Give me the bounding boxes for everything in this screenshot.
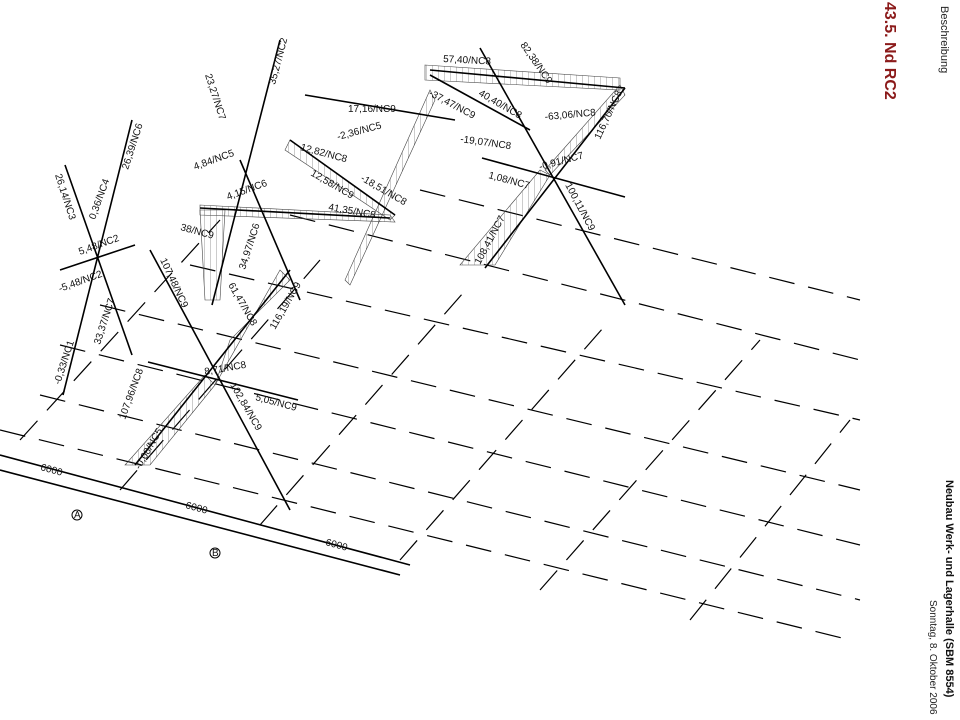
axis-marker-a <box>71 509 83 521</box>
force-label: 5,05/NC9 <box>254 392 298 414</box>
force-label: 1,08/NC7 <box>487 170 531 192</box>
force-label: 17,16/NC9 <box>348 104 396 115</box>
project-title: Neubau Werk- und Lagerhalle (SBM 8554) <box>943 480 955 698</box>
axis-label-b: B <box>212 548 219 559</box>
page-title: 43.5. Nd RC2 <box>881 2 898 100</box>
force-label: 61,47/NC8 <box>225 281 259 328</box>
force-diagrams <box>59 39 626 511</box>
force-label: 26,39/NC6 <box>120 122 145 171</box>
force-label: 107,96/NC8 <box>117 367 146 421</box>
dimension-label: 6000 <box>324 537 349 553</box>
force-label: -2,36/NC5 <box>336 120 383 143</box>
dimension-label: 6000 <box>39 462 64 478</box>
force-label: 57,40/NC8 <box>443 54 492 68</box>
force-label: 4,15/NC6 <box>225 178 269 203</box>
force-label: -0,33/NC1 <box>52 339 77 386</box>
force-label: 26,14/NC3 <box>52 173 77 222</box>
force-label: 23,27/NC7 <box>202 73 227 122</box>
axis-marker-b <box>209 547 221 559</box>
force-labels: 26,14/NC326,39/NC60,36/NC45,48/NC2-5,48/… <box>52 36 625 471</box>
force-label: 5,48/NC2 <box>77 233 121 258</box>
force-label: 102,84/NC9 <box>227 381 263 433</box>
force-label: 35,27/NC2 <box>267 36 290 85</box>
date-label: Sonntag, 8. Oktober 2006 <box>927 600 938 715</box>
axis-label-a: A <box>74 510 81 521</box>
dimension-label: 6000 <box>184 500 209 516</box>
force-label: -63,06/NC8 <box>544 108 596 123</box>
force-label: 34,97/NC6 <box>237 222 262 271</box>
force-label: 33,37/NC7 <box>92 297 117 346</box>
force-label: -5,48/NC2 <box>57 269 104 295</box>
force-label: 4,84/NC5 <box>192 148 236 173</box>
base-lines: A B 6000 6000 6000 <box>0 454 411 576</box>
force-label: -19,07/NC8 <box>460 134 513 152</box>
section-label: Beschreibung <box>938 6 950 74</box>
